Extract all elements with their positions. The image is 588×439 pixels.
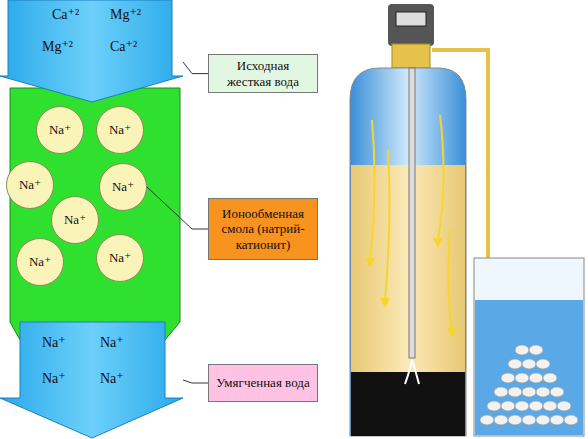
- ion-group: Na⁺ Na⁺ Na⁺ Na⁺: [0, 322, 183, 438]
- ion-label: Na⁺: [29, 254, 51, 270]
- label-box: Умягченная вода: [208, 364, 318, 402]
- resin-bead: Na⁺: [6, 161, 54, 209]
- label-text: Умягченная вода: [216, 375, 309, 391]
- ion-label: Na⁺: [100, 334, 124, 351]
- label-text: Ионообменная смола (натрий-катионит): [215, 206, 311, 253]
- ion-label: Na⁺: [109, 250, 131, 266]
- resin-bead: Na⁺: [36, 106, 84, 154]
- ion-label: Na⁺: [49, 122, 71, 138]
- leader-line: [183, 62, 208, 74]
- leader-line: [183, 380, 208, 383]
- ion-group: Ca⁺² Mg⁺² Mg⁺² Ca⁺²: [0, 0, 183, 100]
- resin-bead: Na⁺: [96, 106, 144, 154]
- ion-label: Na⁺: [112, 179, 134, 195]
- ion-label: Na⁺: [42, 334, 66, 351]
- ion-label: Ca⁺²: [110, 38, 137, 55]
- ion-label: Na⁺: [100, 370, 124, 387]
- brine-tank: [474, 258, 584, 436]
- label-text: Исходная жесткая вода: [215, 58, 311, 89]
- label-box: Ионообменная смола (натрий-катионит): [208, 198, 318, 260]
- resin-bead: Na⁺: [99, 163, 147, 211]
- leader-line: [147, 187, 208, 229]
- soft-water-arrow: [0, 322, 183, 438]
- ion-label: Na⁺: [64, 212, 86, 228]
- label-box: Исходная жесткая вода: [208, 54, 318, 93]
- ion-label: Na⁺: [42, 370, 66, 387]
- resin-bead: Na⁺: [16, 238, 64, 286]
- hard-water-arrow: [0, 0, 183, 102]
- resin-bead: Na⁺: [96, 234, 144, 282]
- softener-tank: [350, 4, 488, 436]
- resin-block: [10, 88, 180, 340]
- ion-label: Ca⁺²: [52, 6, 79, 23]
- ion-label: Mg⁺²: [42, 38, 73, 55]
- ion-label: Mg⁺²: [110, 6, 141, 23]
- resin-bead: Na⁺: [51, 196, 99, 244]
- ion-label: Na⁺: [19, 177, 41, 193]
- ion-label: Na⁺: [109, 122, 131, 138]
